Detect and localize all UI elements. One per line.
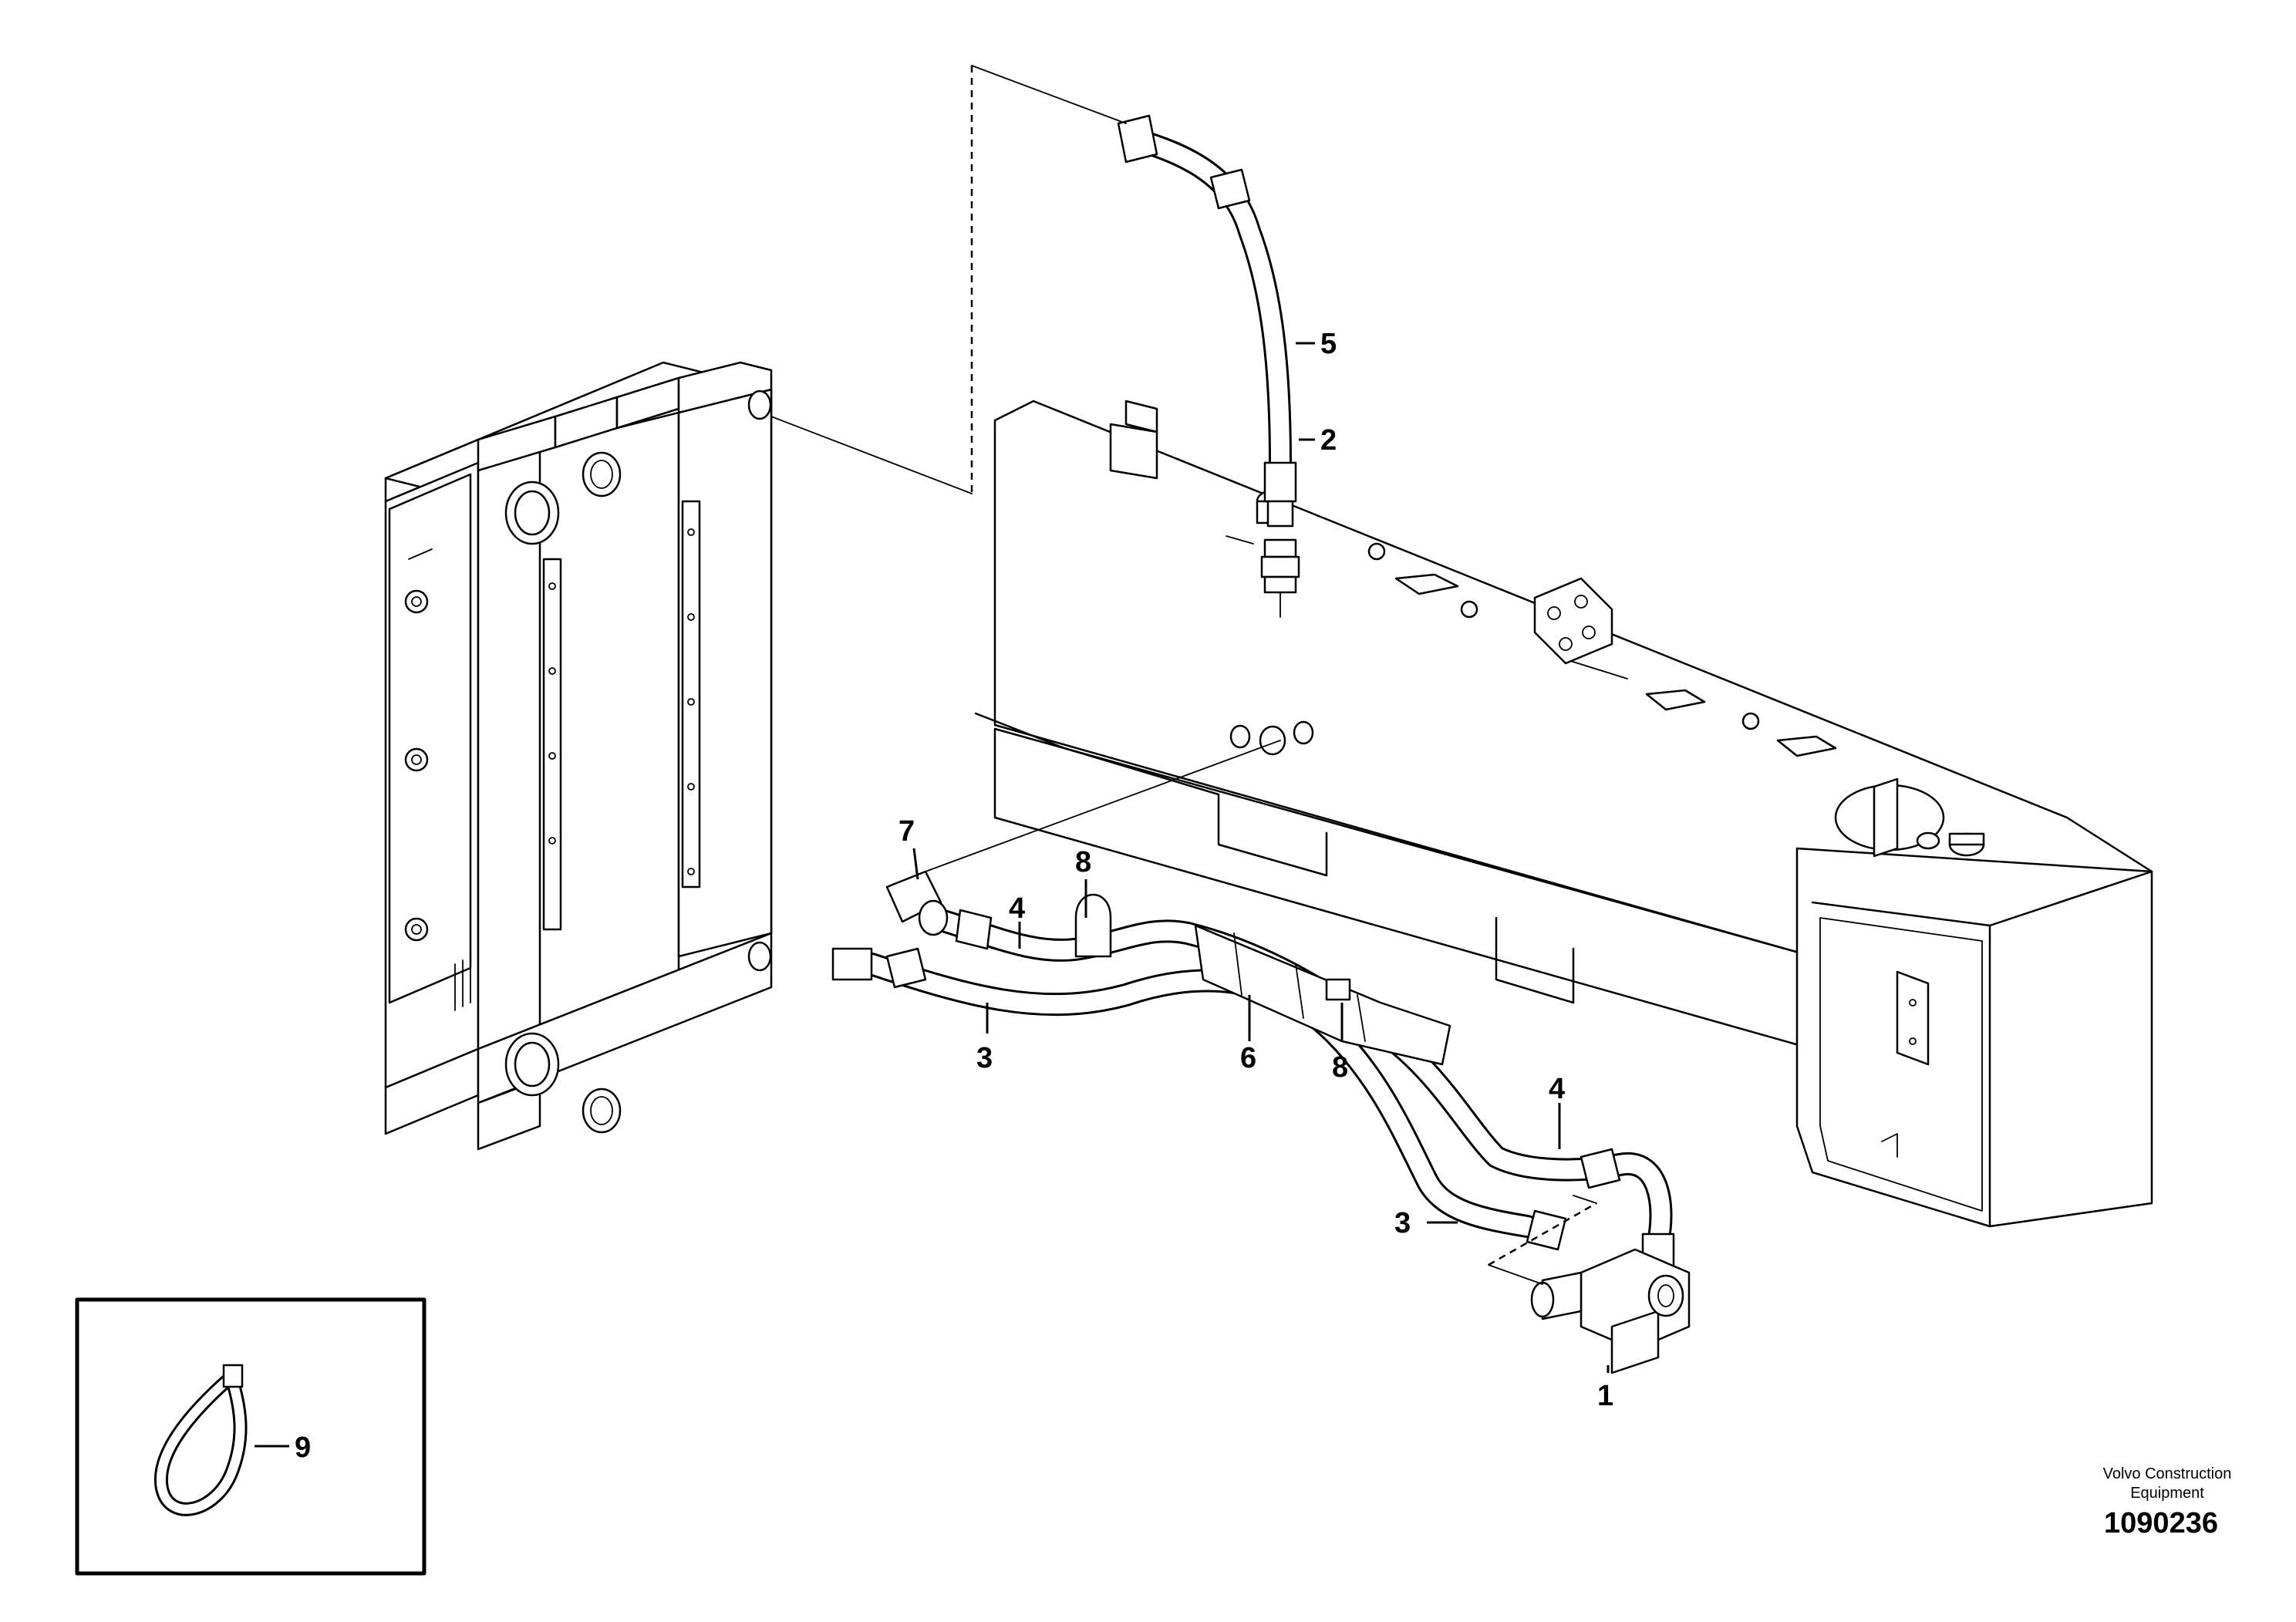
callout-6: 6 (1240, 1042, 1256, 1074)
brand-line-2: Equipment (2130, 1485, 2204, 1502)
callouts: 5 2 7 4 8 3 6 8 4 3 1 9 (295, 328, 1613, 1464)
callout-2: 2 (1320, 424, 1337, 457)
brand-line-1: Volvo Construction (2103, 1465, 2232, 1482)
callout-5: 5 (1320, 328, 1337, 360)
hose-bundle (831, 893, 1675, 1274)
callout-1: 1 (1597, 1380, 1613, 1412)
callout-9: 9 (295, 1431, 311, 1464)
dashed-guide-1 (1488, 1202, 1597, 1266)
fitting-7 (885, 870, 949, 936)
callout-8-upper: 8 (1075, 846, 1091, 878)
radiator-assembly (384, 361, 773, 1151)
callout-4-right: 4 (1549, 1073, 1565, 1105)
callout-4-upper: 4 (1009, 892, 1025, 925)
hose-5 (1117, 114, 1297, 528)
brand-block: Volvo Construction Equipment 1090236 (2103, 1465, 2232, 1539)
callout-7: 7 (899, 815, 915, 848)
valve-1 (1530, 1248, 1691, 1374)
leader-lines (255, 342, 1610, 1448)
adapter-2 (1260, 538, 1300, 594)
inset-box (75, 1297, 426, 1576)
part-number: 1090236 (2104, 1507, 2218, 1539)
callout-8-lower: 8 (1332, 1051, 1348, 1084)
callout-3-right: 3 (1394, 1207, 1411, 1239)
callout-3-left: 3 (976, 1042, 993, 1074)
